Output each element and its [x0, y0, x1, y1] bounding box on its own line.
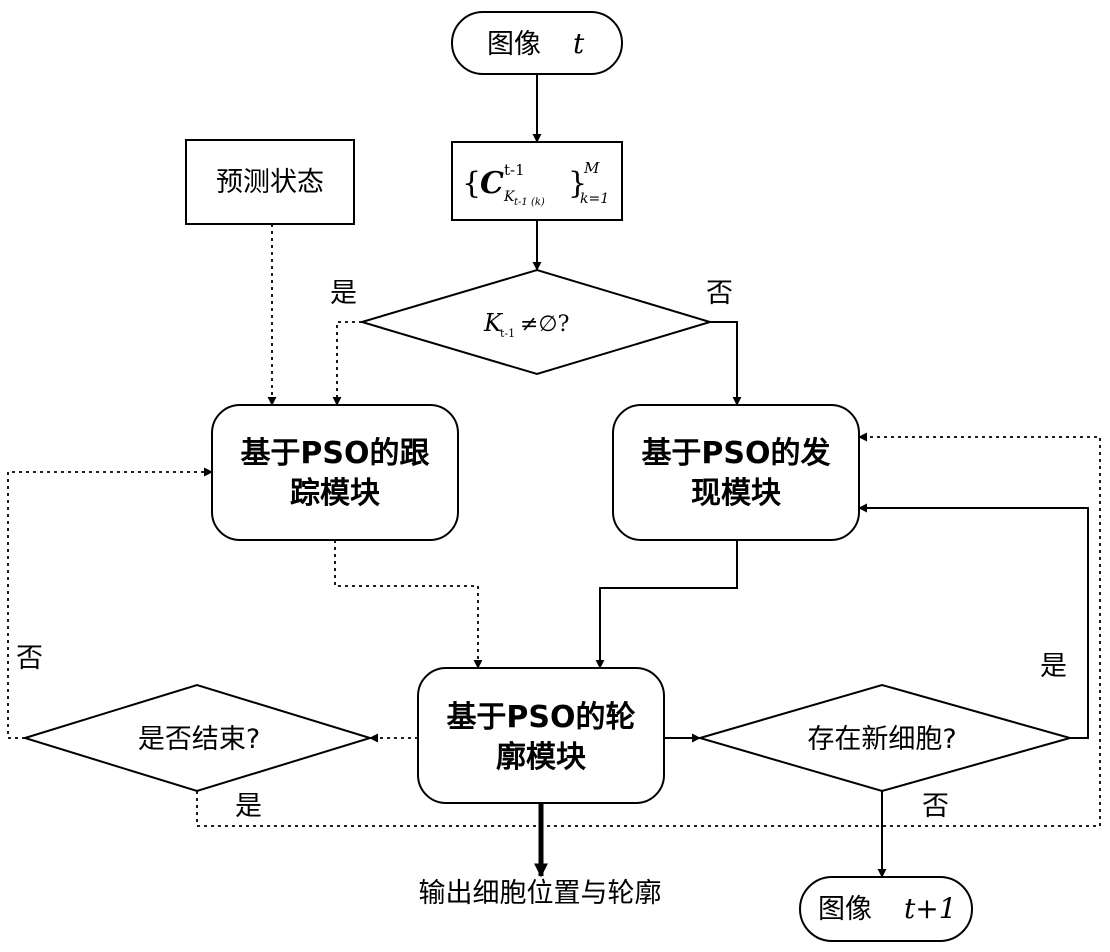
discovery-module: 基于PSO的发 现模块: [613, 405, 859, 540]
set-sup: t-1: [504, 161, 525, 179]
set-sup-m: M: [583, 159, 600, 177]
contour-set-box: { C t-1 K t-1 (k) } M k=1: [452, 142, 622, 220]
start-node: 图像 t: [452, 12, 622, 74]
start-var: t: [573, 27, 585, 60]
edge-label-yes-top: 是: [330, 278, 357, 309]
predict-state-box: 预测状态: [186, 140, 354, 224]
decision-finished: 是否结束?: [25, 685, 370, 791]
end-node: 图像 t+1: [800, 877, 972, 941]
edge-label-yes-bottom: 是: [235, 791, 262, 822]
predict-state-label: 预测状态: [216, 167, 324, 198]
decision-new-cell-label: 存在新细胞?: [807, 724, 956, 755]
edge-label-no-right: 否: [922, 791, 949, 822]
output-label: 输出细胞位置与轮廓: [419, 878, 662, 909]
decision-k-rest: ≠∅?: [520, 312, 569, 337]
arrow-tracking-to-contour: [335, 540, 478, 668]
tracking-module: 基于PSO的跟 踪模块: [212, 405, 458, 540]
start-label: 图像: [487, 29, 541, 60]
edge-label-no-left: 否: [16, 643, 43, 674]
decision-k-nonempty: K t-1 ≠∅?: [362, 270, 710, 374]
arrow-no-to-discovery: [710, 322, 737, 405]
set-c: C: [480, 166, 504, 201]
discovery-line2: 现模块: [691, 476, 781, 511]
set-sub-k: k=1: [580, 191, 609, 207]
decision-finished-label: 是否结束?: [138, 724, 260, 755]
contour-module: 基于PSO的轮 廓模块: [418, 668, 664, 803]
tracking-line1: 基于PSO的跟: [240, 436, 429, 471]
tracking-line2: 踪模块: [290, 476, 380, 511]
discovery-line1: 基于PSO的发: [641, 436, 830, 471]
contour-line2: 廓模块: [496, 740, 586, 775]
edge-label-no-top: 否: [706, 278, 733, 309]
end-label: 图像: [818, 894, 872, 925]
arrow-discovery-to-contour: [600, 540, 737, 668]
svg-text:{: {: [462, 166, 481, 201]
set-subsub: t-1 (k): [514, 197, 545, 208]
arrow-yes-to-tracking: [337, 322, 362, 405]
decision-new-cell: 存在新细胞?: [700, 685, 1070, 791]
decision-k-sub: t-1: [500, 327, 515, 340]
end-var: t+1: [904, 892, 957, 925]
edge-label-yes-right: 是: [1040, 651, 1067, 682]
contour-line1: 基于PSO的轮: [446, 700, 635, 735]
